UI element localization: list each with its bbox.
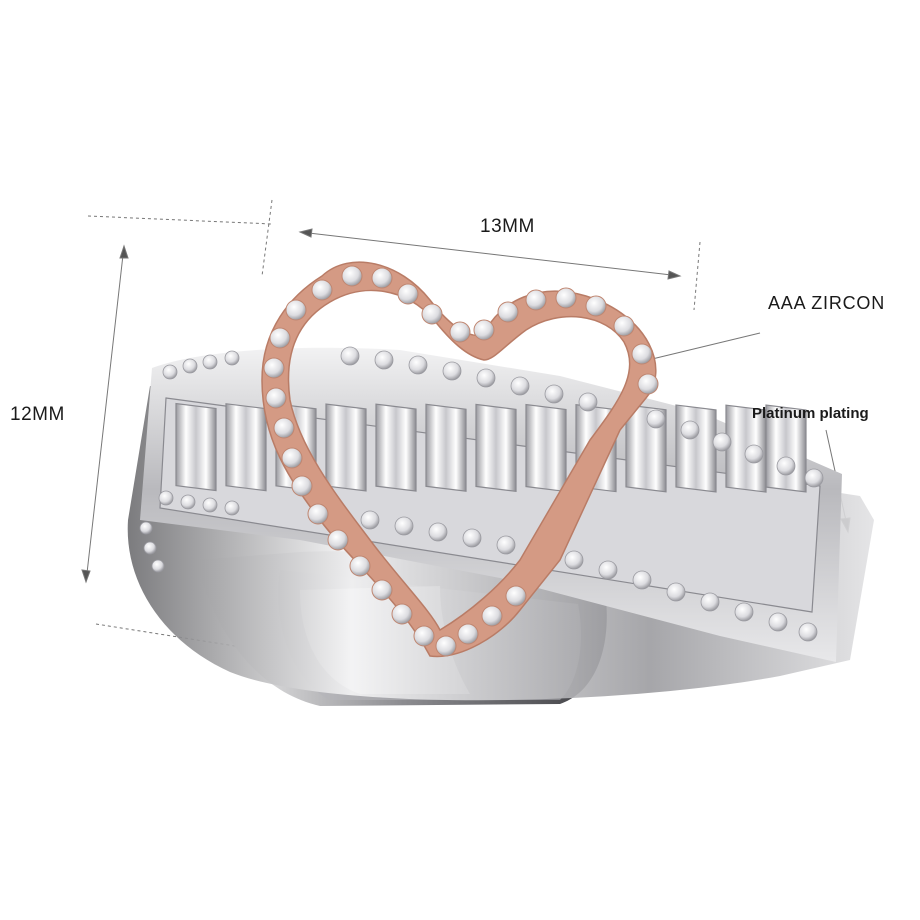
height-dimension-label: 12MM bbox=[10, 404, 65, 425]
rose-gold-heart bbox=[261, 261, 659, 658]
pave-stone-rows bbox=[139, 346, 824, 642]
plating-callout-label: Platinum plating bbox=[752, 405, 869, 422]
width-dimension-label: 13MM bbox=[480, 216, 535, 237]
stone-callout-label: AAA ZIRCON bbox=[768, 293, 886, 313]
baguette-stones bbox=[159, 397, 821, 613]
